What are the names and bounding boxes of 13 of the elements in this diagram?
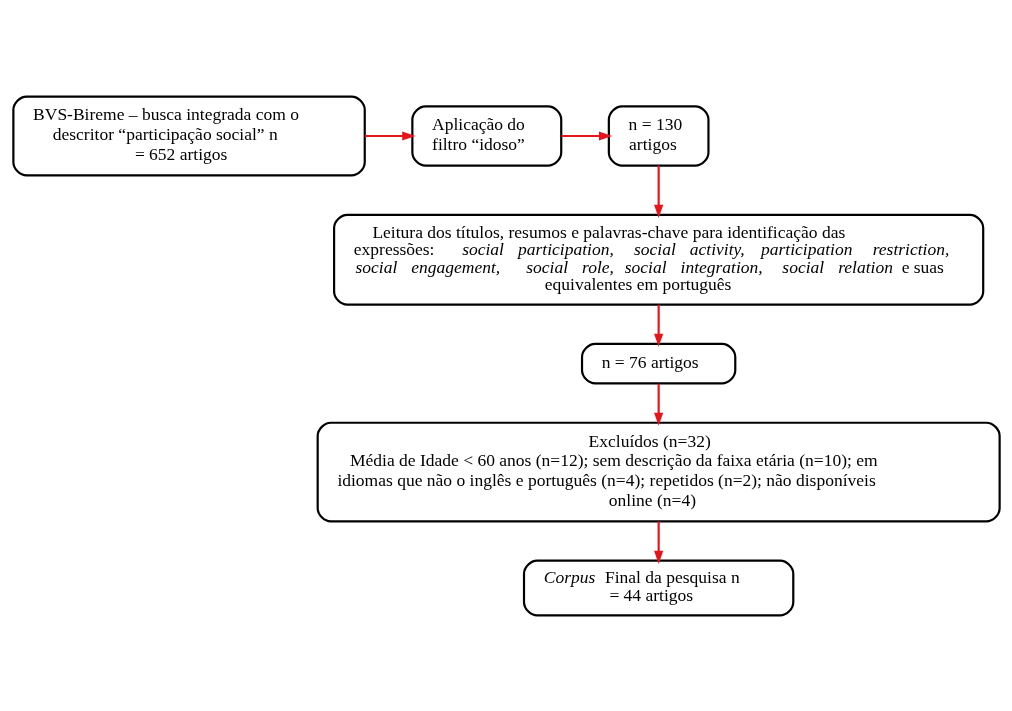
node-box: Excluídos (n=32) Média de Idade < 60 anos (n=12); sem descrição da faixa etária (n=10); em idiomas que não o inglês e português (n=4); repetidos (n=2); não disponíveis online (n=4) — [316, 421, 1001, 522]
arrow — [653, 383, 663, 426]
node-box: n = 130 artigos — [607, 104, 710, 167]
arrow — [364, 130, 415, 141]
node-box: Corpus Final da pesquisa n = 44 artigos — [522, 559, 794, 616]
arrow — [653, 304, 663, 347]
arrow — [560, 130, 612, 141]
node-box: Leitura dos títulos, resumos e palavras-chave para identificação das expressões: social participation, social activity, participation restriction, social engagement, social role, social integration, social relation e suas equivalentes em português — [332, 213, 984, 306]
arrow — [653, 520, 663, 564]
node-box: n = 76 artigos — [580, 342, 736, 384]
arrow — [653, 165, 663, 218]
node-box: Aplicação do filtro “idoso” — [410, 104, 562, 167]
node-box: BVS-Bireme – busca integrada com o descritor “participação social” n = 652 artigos — [11, 95, 366, 176]
